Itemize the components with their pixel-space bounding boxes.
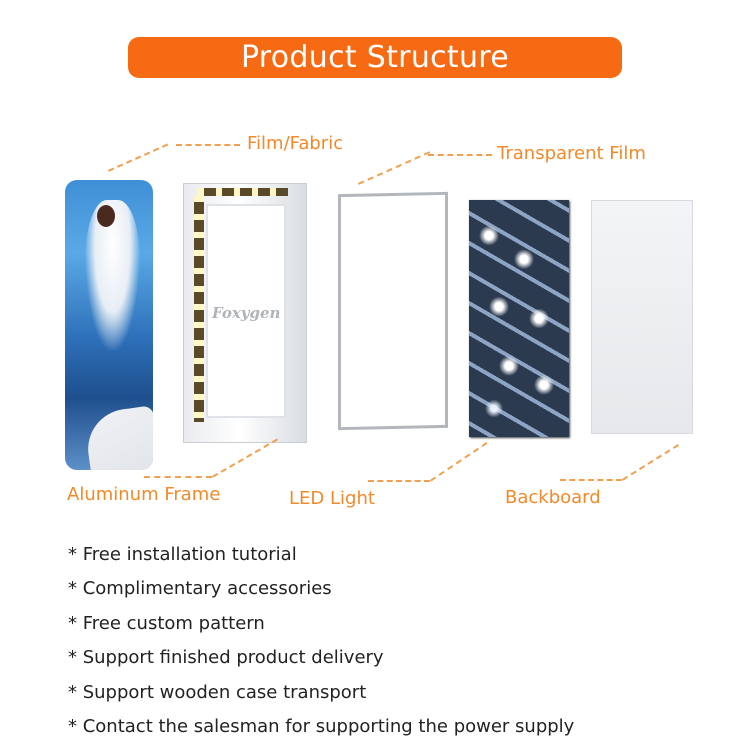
fabric-peeled-corner — [83, 405, 153, 470]
film-fabric-leader — [108, 143, 169, 172]
backboard-leader-h — [560, 479, 622, 481]
aluminum-frame-leader-h — [144, 476, 212, 478]
feature-item: * Free installation tutorial — [68, 544, 297, 565]
led-light-label: LED Light — [289, 488, 375, 509]
transparent-film-image — [338, 191, 448, 431]
frame-led-strip-side — [194, 196, 204, 422]
feature-item: * Contact the salesman for supporting th… — [68, 715, 575, 737]
frame-led-strip-top — [198, 188, 288, 196]
transparent-film-leader — [358, 151, 431, 185]
led-light-leader — [430, 441, 488, 482]
aluminum-frame-image: Foxygen — [183, 183, 307, 443]
feature-item: * Complimentary accessories — [68, 578, 332, 600]
film-fabric-leader-h — [176, 144, 240, 146]
backboard-label: Backboard — [505, 487, 601, 508]
title-banner: Product Structure — [128, 37, 622, 78]
transparent-film-label: Transparent Film — [497, 143, 646, 164]
feature-item: * Support finished product delivery — [68, 647, 384, 669]
feature-list: * Free installation tutorial * Complimen… — [68, 543, 574, 749]
fabric-graphic-image — [65, 180, 153, 470]
film-fabric-label: Film/Fabric — [247, 133, 344, 154]
aluminum-frame-leader — [212, 438, 278, 478]
feature-item: * Free custom pattern — [68, 612, 265, 634]
transparent-film-leader-h — [428, 154, 492, 156]
backboard-image — [591, 200, 693, 434]
page-title: Product Structure — [240, 40, 510, 75]
fabric-figure — [85, 200, 140, 350]
led-light-leader-h — [368, 480, 430, 482]
backboard-leader — [622, 444, 680, 481]
brand-watermark: Foxygen — [212, 304, 281, 322]
aluminum-frame-label: Aluminum Frame — [67, 484, 221, 505]
fabric-figure-head — [97, 205, 115, 227]
frame-inner-opening — [206, 204, 286, 418]
led-light-panel-image — [469, 200, 569, 437]
feature-item: * Support wooden case transport — [68, 681, 367, 703]
